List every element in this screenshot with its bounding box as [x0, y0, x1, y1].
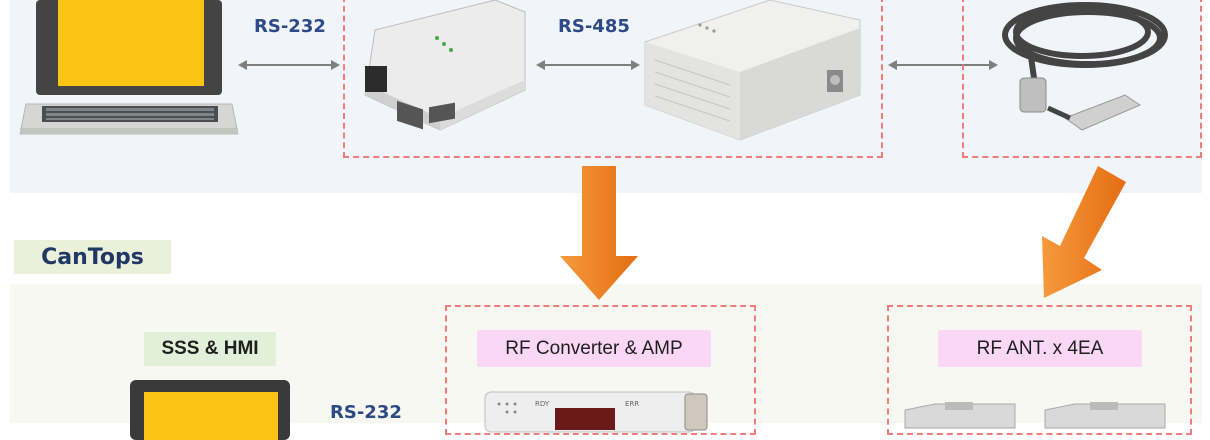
laptop-icon-bottom	[130, 380, 290, 440]
section-title-cantops: CanTops	[14, 240, 171, 274]
replacement-arrow-antenna	[1042, 166, 1126, 298]
double-arrow-rs485	[536, 60, 640, 70]
link-label-rs232-top: RS-232	[254, 16, 326, 37]
antenna-group	[962, 0, 1202, 158]
rf-converter-device-icon: RDY ERR	[484, 391, 708, 433]
svg-text:ERR: ERR	[625, 400, 639, 408]
converter-amp-group	[343, 0, 883, 158]
amplifier-device-icon	[644, 0, 861, 141]
double-arrow-antenna	[888, 60, 998, 70]
svg-text:RDY: RDY	[535, 400, 550, 408]
antenna-cable-icon	[1002, 2, 1168, 131]
label-sss-hmi: SSS & HMI	[144, 332, 276, 366]
laptop-icon	[19, 0, 239, 135]
double-arrow-rs232-top	[238, 60, 340, 70]
rf-antenna-devices-icon	[904, 402, 1166, 429]
link-label-rs232-bottom: RS-232	[330, 402, 402, 423]
rs232-converter-device-icon	[364, 0, 526, 131]
label-rf-antenna: RF ANT. x 4EA	[938, 330, 1142, 367]
replacement-arrow-converter	[560, 166, 638, 300]
link-label-rs485: RS-485	[558, 16, 630, 37]
label-rf-converter-amp: RF Converter & AMP	[477, 330, 711, 367]
